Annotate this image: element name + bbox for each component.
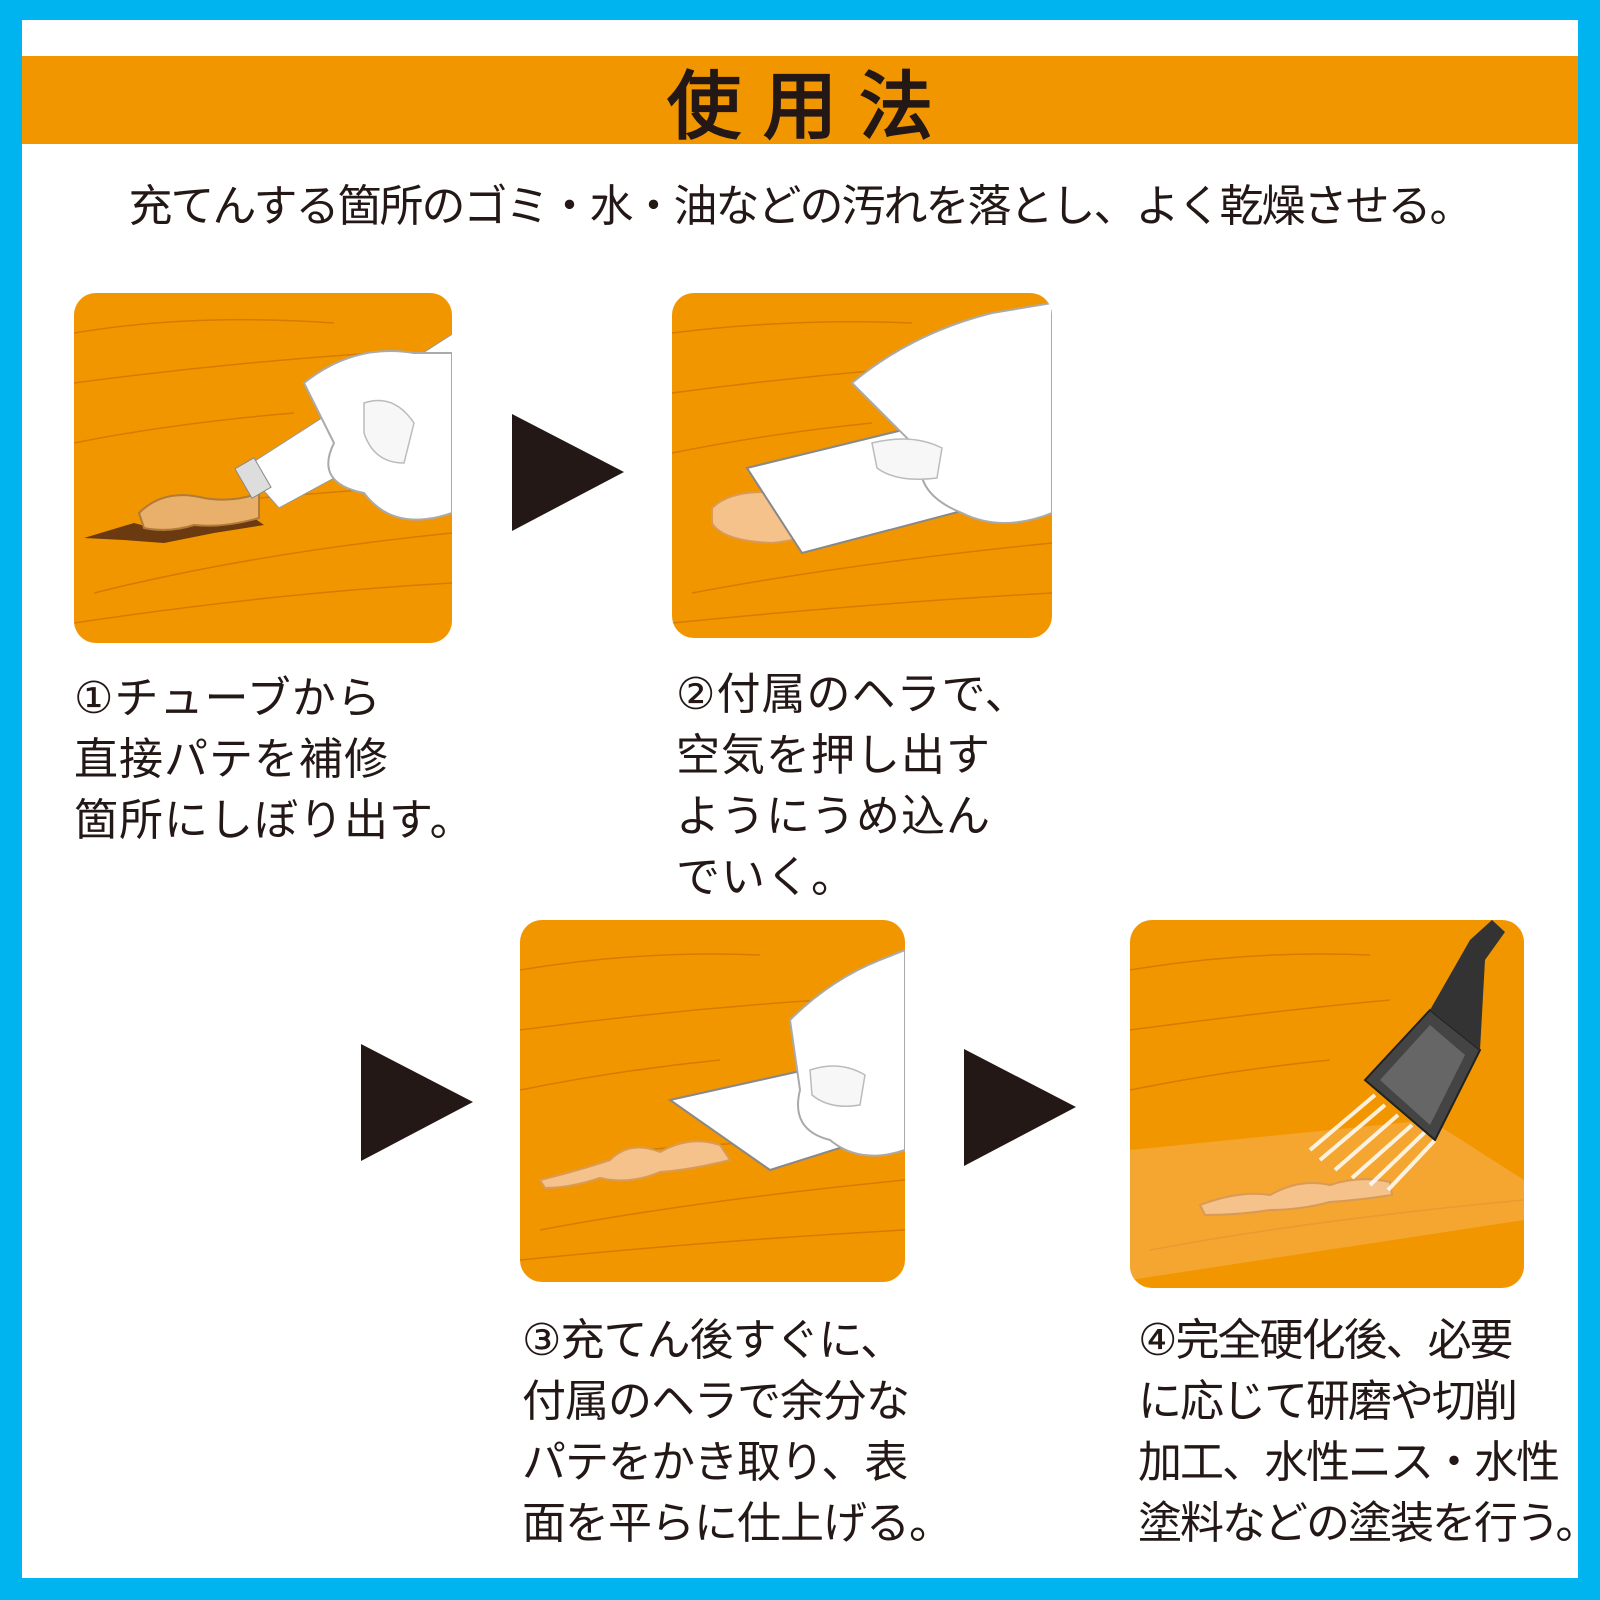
step-1-illustration <box>74 293 452 643</box>
play-triangle-icon <box>964 1049 1076 1166</box>
step-1-text: ①チューブから 直接パテを補修 箇所にしぼり出す。 <box>74 673 475 846</box>
step-4-text: ④完全硬化後、必要 に応じて研磨や切削 加工、水性ニス・水性 塗料などの塗装を行… <box>1138 1315 1599 1549</box>
step-4-illustration <box>1130 920 1524 1288</box>
play-triangle-icon <box>361 1044 473 1161</box>
intro-text: 充てんする箇所のゴミ・水・油などの汚れを落とし、よく乾燥させる。 <box>128 181 1473 232</box>
title-bar: 使用法 <box>22 56 1578 150</box>
step-2-illustration <box>672 293 1052 638</box>
page-title: 使用法 <box>667 63 955 150</box>
step-3-illustration <box>520 920 905 1282</box>
step-2-text: ②付属のヘラで、 空気を押し出す ようにうめ込ん でいく。 <box>676 669 1030 903</box>
step-3-text: ③充てん後すぐに、 付属のヘラで余分な パテをかき取り、表 面を平らに仕上げる。 <box>522 1315 953 1549</box>
play-triangle-icon <box>512 414 624 531</box>
